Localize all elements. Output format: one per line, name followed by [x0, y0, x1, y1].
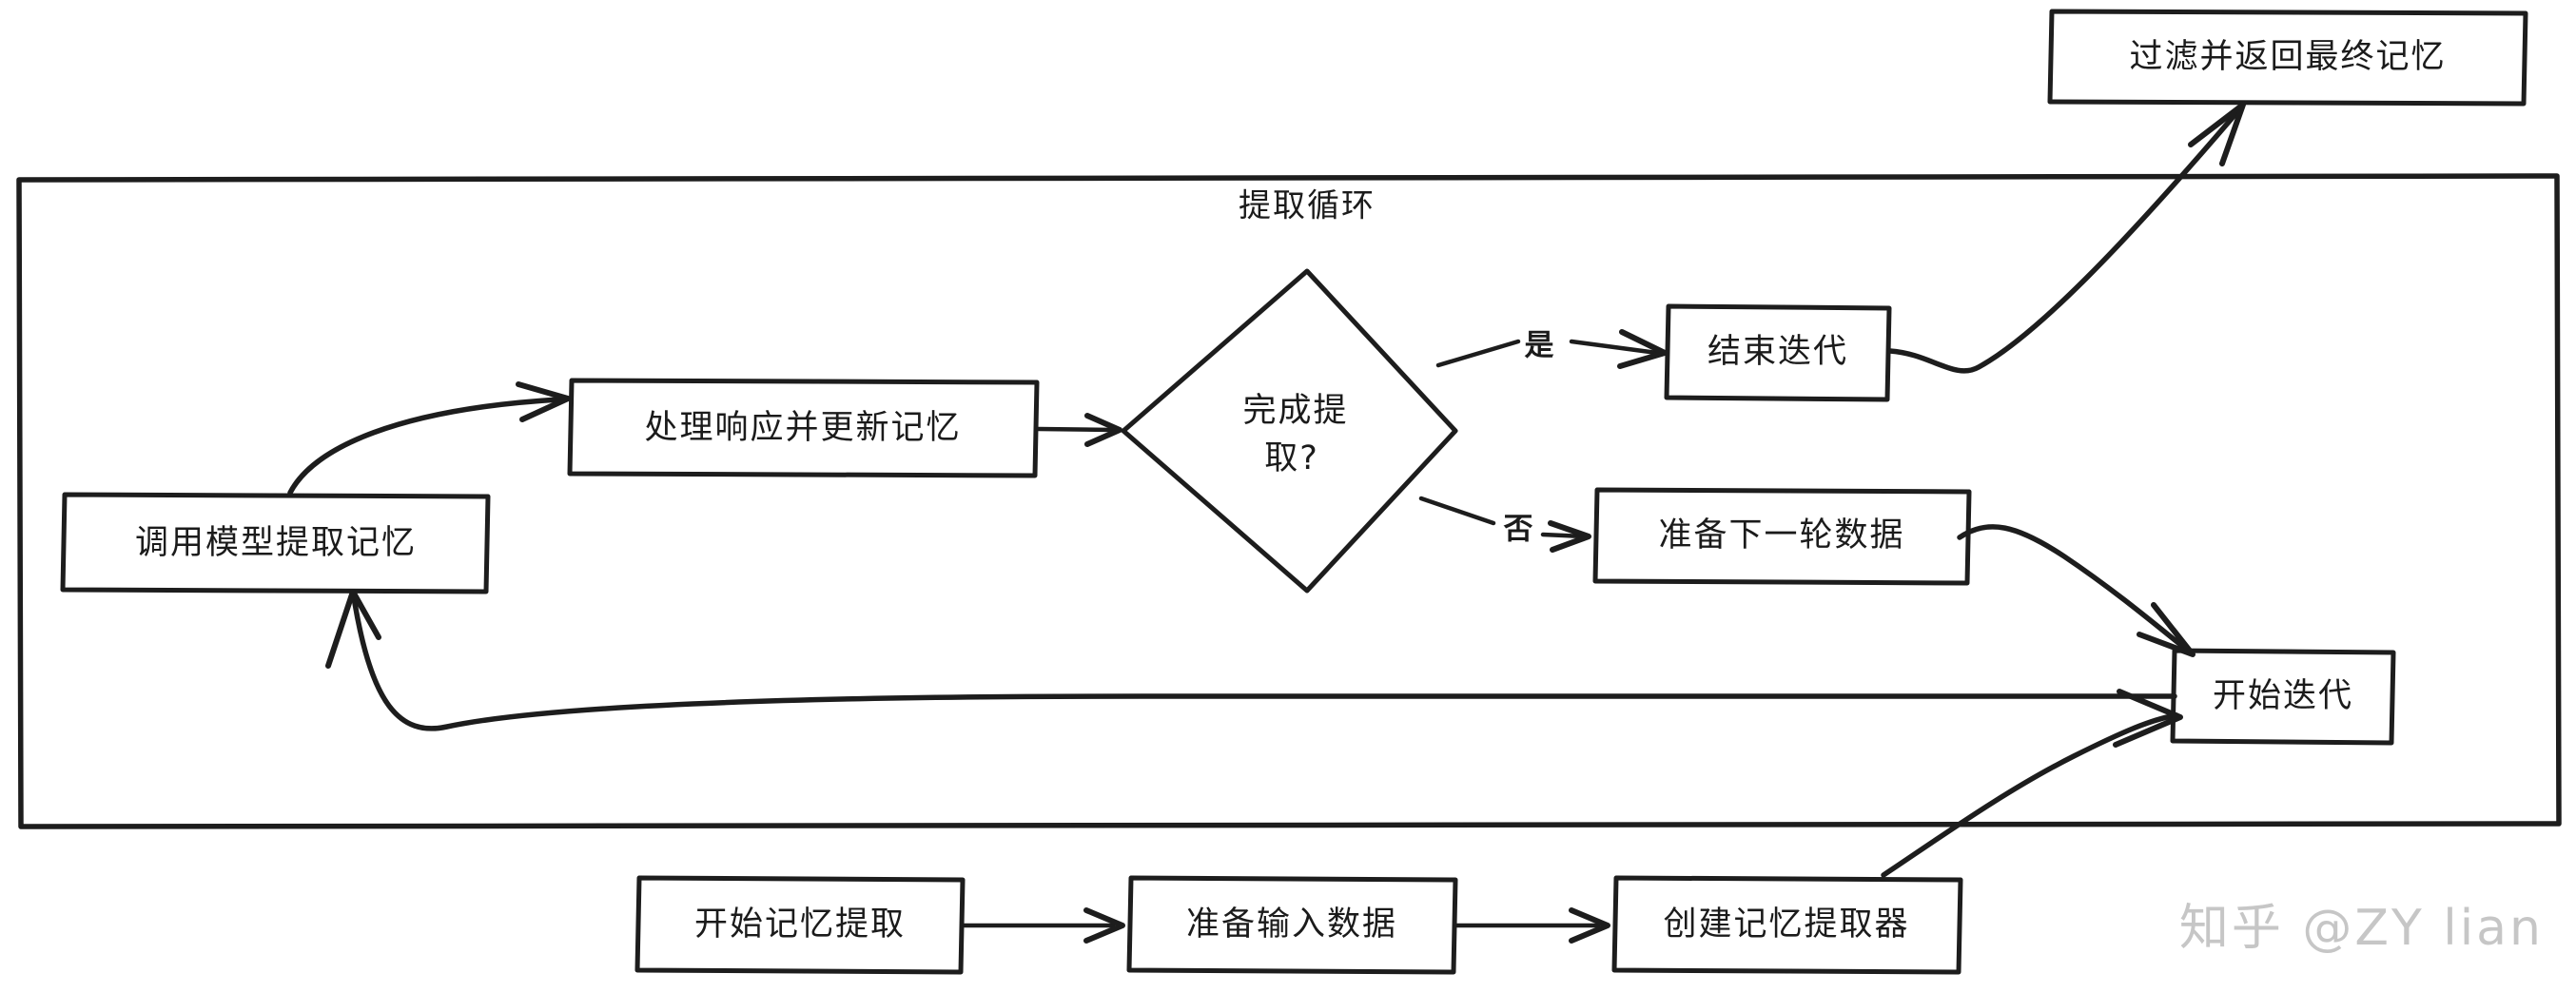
edge-call-model-to-process-update	[287, 397, 562, 496]
node-create-extractor-label: 创建记忆提取器	[1663, 905, 1909, 944]
node-process-update-label: 处理响应并更新记忆	[644, 409, 961, 447]
node-call-model-box[interactable]	[60, 492, 491, 594]
node-prepare-input-box[interactable]	[1126, 875, 1458, 975]
edge-process-update-to-decision-arrowhead	[1084, 413, 1122, 447]
node-end-iteration-box[interactable]	[1664, 303, 1892, 402]
edge-start-iteration-to-call-model-arrowhead	[325, 589, 381, 669]
node-start-iteration-label: 开始迭代	[2213, 677, 2353, 715]
edge-prepare-next-to-start-iteration	[1957, 524, 2191, 653]
extraction-loop-label: 提取循环	[1239, 187, 1376, 225]
edge-prepare-next-to-start-iteration-arrowhead	[2137, 602, 2195, 657]
node-done-decision-label-line2: 取?	[1264, 439, 1319, 477]
edge-create-extractor-to-start-iteration	[1881, 712, 2179, 878]
edge-decision-yes-to-end-iteration	[1435, 339, 1660, 368]
edge-process-update-to-decision	[1036, 426, 1116, 433]
node-start-extract-box[interactable]	[634, 875, 966, 975]
edge-call-model-to-process-update-arrowhead	[516, 381, 571, 422]
node-start-iteration-box[interactable]	[2170, 648, 2396, 746]
node-call-model-label: 调用模型提取记忆	[135, 524, 417, 562]
node-filter-return-box[interactable]	[2047, 9, 2528, 107]
node-prepare-next-box[interactable]	[1592, 487, 1972, 586]
node-done-decision-diamond[interactable]	[1121, 268, 1458, 594]
node-create-extractor-box[interactable]	[1611, 875, 1963, 975]
node-prepare-next-label: 准备下一轮数据	[1658, 516, 1904, 555]
edge-decision-no-arrowhead	[1548, 520, 1591, 553]
edge-decision-yes-arrowhead	[1617, 329, 1668, 369]
watermark: 知乎 @ZY lian	[2178, 900, 2544, 957]
node-done-decision-label-line1: 完成提	[1242, 392, 1348, 430]
edge-label-yes: 是	[1525, 329, 1554, 363]
edge-decision-no-to-prepare-next	[1418, 496, 1587, 539]
node-prepare-input-label: 准备输入数据	[1186, 905, 1397, 944]
edge-start-extract-to-prepare-input-arrowhead	[1083, 907, 1125, 944]
node-filter-return-label: 过滤并返回最终记忆	[2129, 38, 2446, 76]
edge-start-iteration-to-call-model	[351, 594, 2177, 731]
node-start-extract-label: 开始记忆提取	[694, 905, 906, 944]
node-process-update-box[interactable]	[567, 378, 1040, 478]
edge-end-iteration-to-filter-return	[1887, 111, 2238, 374]
node-end-iteration-label: 结束迭代	[1708, 333, 1848, 371]
edge-prepare-input-to-create-extractor-arrowhead	[1569, 907, 1610, 944]
edge-create-extractor-to-start-iteration-arrowhead	[2113, 689, 2183, 748]
edge-label-no: 否	[1504, 513, 1533, 547]
extraction-loop-container	[16, 173, 2562, 829]
edge-end-iteration-to-filter-return-arrowhead	[2188, 102, 2246, 166]
